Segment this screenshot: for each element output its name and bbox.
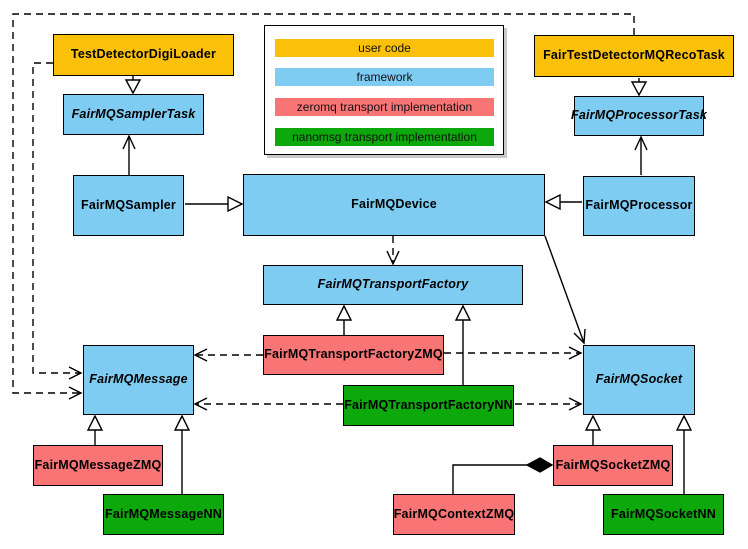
legend-label-framework: framework xyxy=(356,70,413,84)
class-label: FairMQTransportFactoryNN xyxy=(344,397,513,412)
legend-item-user-code: user code xyxy=(275,39,494,57)
class-label: FairMQMessageNN xyxy=(105,506,222,521)
class-box-fairmqtransportfactory: FairMQTransportFactory xyxy=(263,265,523,305)
class-box-fairmqsamplertask: FairMQSamplerTask xyxy=(63,94,204,135)
legend-label-nanomsg: nanomsg transport implementation xyxy=(292,130,477,144)
class-label: FairMQSamplerTask xyxy=(71,106,196,121)
legend: user code framework zeromq transport imp… xyxy=(264,25,504,155)
edge-inheritance-recotask-processortask xyxy=(630,78,648,97)
edge-inheritance-factoryzmq-transportfactory xyxy=(335,304,353,335)
legend-label-zeromq: zeromq transport implementation xyxy=(296,100,473,114)
class-label: FairMQProcessor xyxy=(585,198,693,213)
class-box-fairmqdevice: FairMQDevice xyxy=(243,174,545,236)
legend-item-nanomsg: nanomsg transport implementation xyxy=(275,128,494,146)
edge-inheritance-messagezmq-message xyxy=(86,414,104,445)
class-box-fairtestdetectormqrecotask: FairTestDetectorMQRecoTask xyxy=(534,35,734,77)
edge-association-sampler-samplertask xyxy=(122,134,136,175)
class-label: FairMQMessageZMQ xyxy=(34,457,162,472)
edge-inheritance-socketzmq-socket xyxy=(584,414,602,445)
class-box-fairmqsocket: FairMQSocket xyxy=(583,345,695,415)
class-box-fairmqprocessortask: FairMQProcessorTask xyxy=(570,96,708,136)
class-label: FairMQSocketZMQ xyxy=(555,457,671,472)
class-label: FairMQTransportFactoryZMQ xyxy=(264,347,443,362)
class-box-fairmqtransportfactorynn: FairMQTransportFactoryNN xyxy=(343,385,514,426)
class-label: FairTestDetectorMQRecoTask xyxy=(543,48,725,63)
legend-label-user-code: user code xyxy=(358,41,411,55)
edge-association-device-socket xyxy=(544,235,586,345)
edge-dependency-factoryzmq-message xyxy=(193,348,263,362)
edge-inheritance-sampler-device xyxy=(185,195,244,213)
edge-dependency-recotask-message xyxy=(12,13,635,400)
class-label: FairMQDevice xyxy=(351,197,437,212)
class-box-fairmqprocessor: FairMQProcessor xyxy=(583,176,695,236)
class-box-fairmqmessagezmq: FairMQMessageZMQ xyxy=(33,445,163,486)
class-box-fairmqmessagenn: FairMQMessageNN xyxy=(103,494,224,535)
class-box-fairmqsocketnn: FairMQSocketNN xyxy=(603,494,724,535)
class-box-fairmqsocketzmq: FairMQSocketZMQ xyxy=(553,445,673,486)
class-label: FairMQTransportFactory xyxy=(317,277,469,292)
class-label: FairMQSocket xyxy=(595,372,683,387)
edge-inheritance-processor-device xyxy=(544,193,582,211)
edge-dependency-factoryzmq-socket xyxy=(444,346,583,360)
edge-inheritance-messagenn-message xyxy=(173,414,191,494)
legend-item-zeromq: zeromq transport implementation xyxy=(275,98,494,116)
edge-dependency-factorynn-message xyxy=(193,397,343,411)
edge-inheritance-digiloader-samplertask xyxy=(124,76,142,95)
edge-inheritance-factorynn-transportfactory xyxy=(454,304,472,385)
class-box-fairmqsampler: FairMQSampler xyxy=(73,175,184,236)
edge-dependency-digiloader-message xyxy=(32,62,83,380)
class-label: FairMQSampler xyxy=(81,197,176,212)
class-label: TestDetectorDigiLoader xyxy=(70,47,217,62)
edge-inheritance-socketnn-socket xyxy=(675,414,693,494)
class-box-fairmqtransportfactoryzmq: FairMQTransportFactoryZMQ xyxy=(263,335,444,375)
edge-dependency-device-transportfactory xyxy=(386,236,400,266)
class-box-fairmqmessage: FairMQMessage xyxy=(83,345,194,415)
edge-composition-contextzmq-socketzmq xyxy=(452,457,554,494)
legend-item-framework: framework xyxy=(275,68,494,86)
edge-association-processor-processortask xyxy=(634,135,648,175)
class-box-fairmqcontextzmq: FairMQContextZMQ xyxy=(393,494,515,535)
class-label: FairMQProcessorTask xyxy=(570,108,708,123)
class-label: FairMQContextZMQ xyxy=(393,506,515,521)
edge-dependency-factorynn-socket xyxy=(515,397,583,411)
class-box-testdetectordigiloader: TestDetectorDigiLoader xyxy=(53,34,234,76)
class-label: FairMQSocketNN xyxy=(611,506,716,521)
class-label: FairMQMessage xyxy=(89,372,188,387)
